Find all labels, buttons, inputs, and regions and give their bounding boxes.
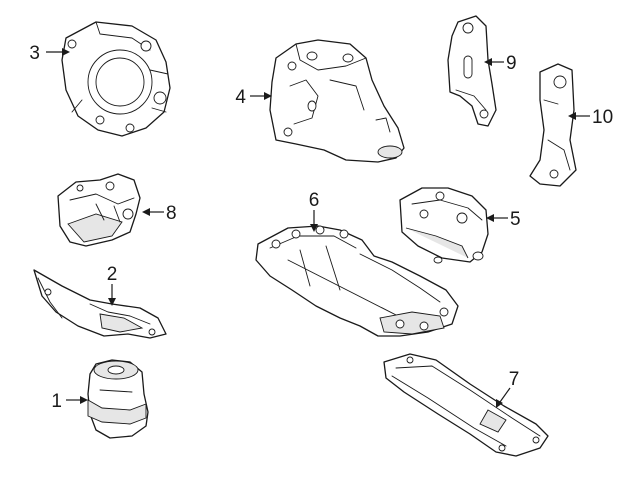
part-3-housing bbox=[61, 21, 171, 137]
callout-7: 7 bbox=[509, 369, 520, 390]
part-7-skid-plate bbox=[383, 353, 549, 457]
part-8-mount bbox=[57, 173, 141, 247]
part-1-mount bbox=[87, 359, 149, 439]
callout-5: 5 bbox=[510, 209, 521, 230]
leaders bbox=[46, 48, 590, 408]
part-2-shield bbox=[33, 269, 167, 339]
callout-1: 1 bbox=[51, 391, 62, 412]
callout-10: 10 bbox=[592, 107, 613, 128]
callout-9: 9 bbox=[506, 53, 517, 74]
callout-labels: 3 4 9 10 8 5 6 2 1 7 bbox=[29, 43, 613, 412]
callout-4: 4 bbox=[235, 87, 246, 108]
part-5-mount bbox=[399, 187, 489, 264]
part-9-plate bbox=[447, 15, 497, 127]
callout-3: 3 bbox=[29, 43, 40, 64]
part-10-bent-bracket bbox=[529, 63, 577, 187]
part-6-crossmember bbox=[255, 225, 459, 337]
callout-6: 6 bbox=[309, 190, 320, 211]
callout-8: 8 bbox=[166, 203, 177, 224]
part-4-bracket bbox=[269, 39, 405, 163]
callout-2: 2 bbox=[107, 264, 118, 285]
